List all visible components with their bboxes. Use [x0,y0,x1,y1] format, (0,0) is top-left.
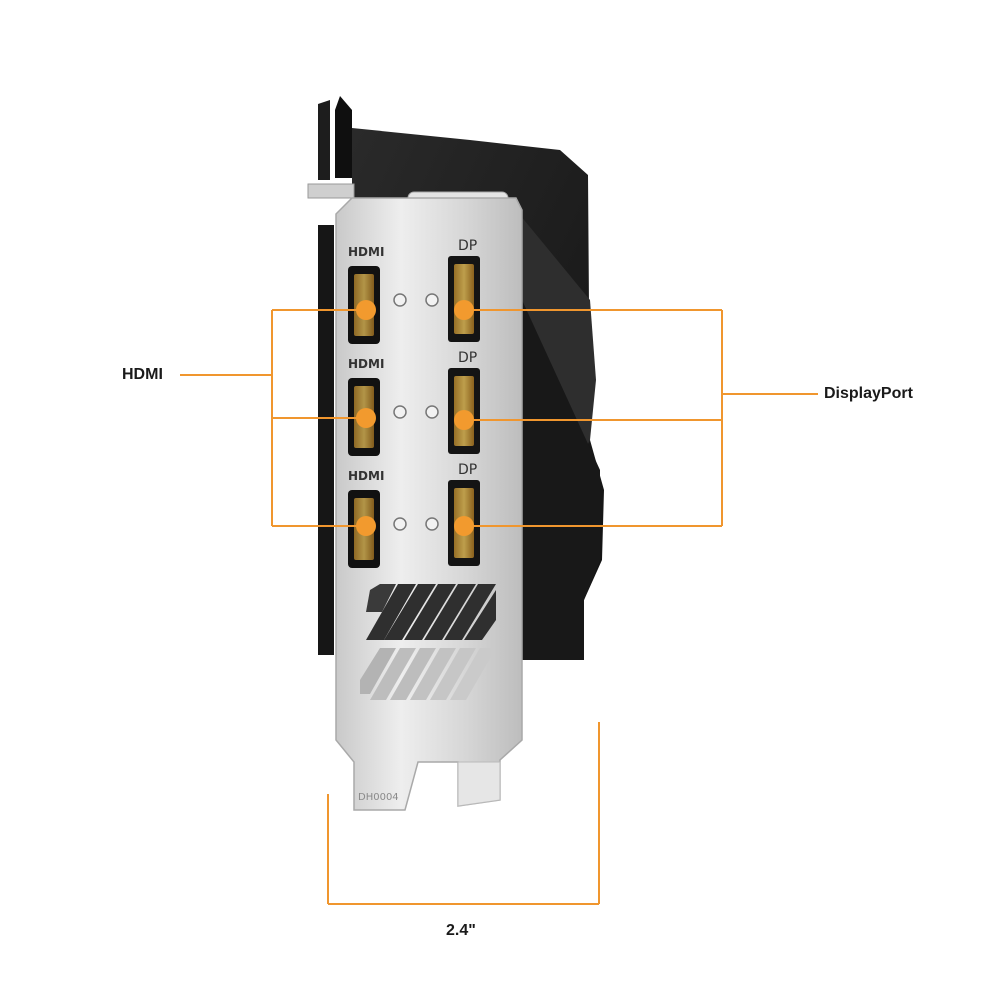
displayport-highlight-dot [454,300,474,320]
screw-icon [425,293,439,307]
displayport-label: DP [458,462,477,478]
hdmi-port-label: HDMI [348,245,384,259]
port-highlight-dots [356,300,474,536]
displayport-callout-label: DisplayPort [824,385,913,402]
hdmi-callout-label: HDMI [122,366,163,383]
displayport-highlight-dot [454,410,474,430]
vent-slots [360,584,496,700]
screw-icon [393,405,407,419]
screw-icon [393,517,407,531]
hdmi-highlight-dot [356,300,376,320]
bracket-part-number: DH0004 [358,792,399,803]
displayport-label: DP [458,238,477,254]
hdmi-port-label: HDMI [348,469,384,483]
screw-icon [425,517,439,531]
width-dimension-bracket [327,722,600,905]
displayport-callout-lines [464,309,818,527]
hdmi-highlight-dot [356,516,376,536]
hdmi-highlight-dot [356,408,376,428]
width-dimension-label: 2.4" [446,922,476,939]
screw-icon [425,405,439,419]
hdmi-callout-lines [180,309,366,527]
displayport-label: DP [458,350,477,366]
screw-icon [393,293,407,307]
displayport-highlight-dot [454,516,474,536]
hdmi-port-label: HDMI [348,357,384,371]
